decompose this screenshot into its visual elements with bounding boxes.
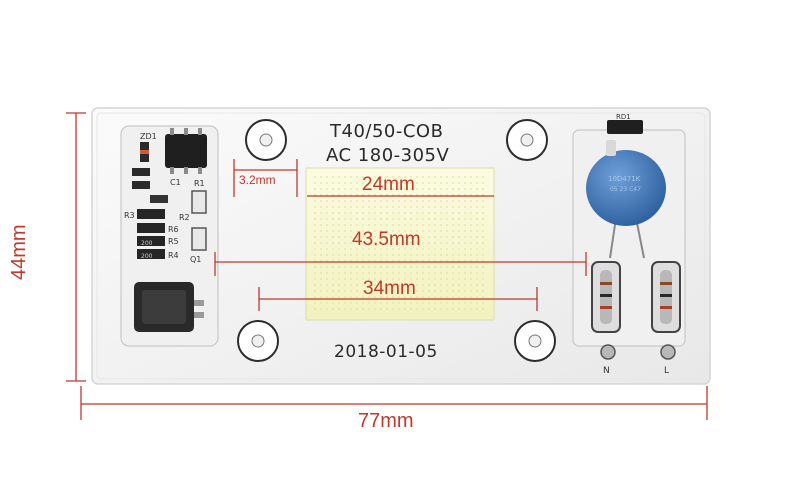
svg-text:RD1: RD1	[616, 113, 631, 121]
board-model: T40/50-COB	[330, 121, 444, 142]
driver-ic	[165, 134, 207, 168]
driver-circuit-left: ZD1 C1 R1 R3 R6 R5 R4 R2 Q1 200 200	[120, 125, 219, 347]
svg-text:R3: R3	[124, 211, 135, 220]
terminal-l-label: L	[664, 366, 669, 376]
terminal-l-pad	[660, 344, 676, 360]
svg-text:200: 200	[141, 253, 153, 260]
mounting-hole-top-right	[506, 119, 548, 161]
dimension-height-label: 44mm	[8, 224, 30, 280]
mounting-hole-top-left	[245, 119, 287, 161]
mounting-hole-bottom-right	[514, 320, 556, 362]
varistor-code-1: 10D471K	[608, 175, 641, 183]
svg-text:R2: R2	[179, 213, 190, 222]
dimension-width-label: 77mm	[358, 410, 414, 432]
varistor-code-2: 05 23 C47	[610, 186, 641, 193]
varistor	[586, 150, 666, 226]
terminal-n-label: N	[603, 366, 610, 376]
dimension-inner-span-label: 43.5mm	[352, 229, 421, 250]
label-zd1: ZD1	[140, 132, 157, 141]
board-date: 2018-01-05	[334, 342, 438, 362]
mounting-hole-bottom-left	[237, 320, 279, 362]
svg-text:200: 200	[141, 240, 153, 247]
terminal-n-pad	[600, 344, 616, 360]
svg-text:Q1: Q1	[190, 255, 201, 264]
dimension-hole-span-label: 34mm	[363, 278, 416, 299]
svg-text:R1: R1	[194, 179, 205, 188]
dimension-hole-spacing-label: 3.2mm	[239, 173, 276, 187]
led-chip-array	[305, 167, 495, 321]
svg-text:R4: R4	[168, 251, 179, 260]
svg-text:R6: R6	[168, 225, 179, 234]
rectifier-rd1	[607, 120, 643, 134]
svg-text:C1: C1	[170, 178, 181, 187]
svg-text:R5: R5	[168, 237, 179, 246]
protection-circuit-right: RD1 10D471K 05 23 C47 N L	[572, 113, 686, 376]
dimension-chip-width-label: 24mm	[362, 174, 415, 195]
dimension-lines	[66, 112, 708, 420]
board-voltage: AC 180-305V	[326, 145, 450, 166]
